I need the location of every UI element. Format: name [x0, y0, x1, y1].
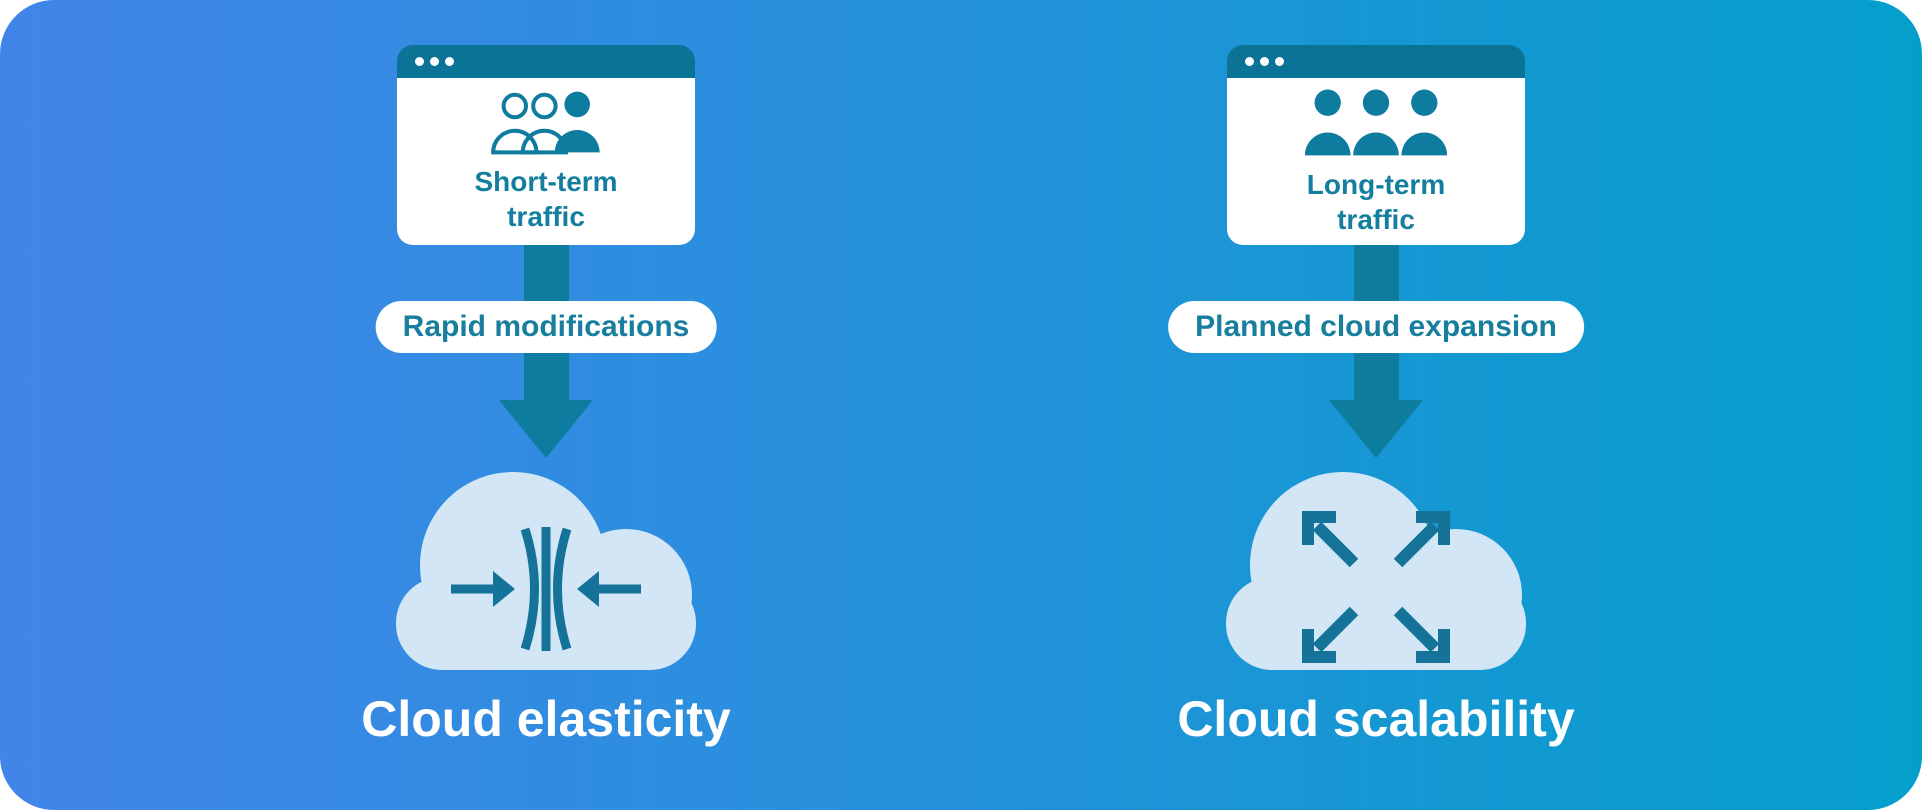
- browser-window-card: Long-term traffic: [1227, 45, 1525, 245]
- column-elasticity: Short-term traffic Rapid modifications: [296, 45, 796, 810]
- expand-arrows-icon: [1302, 511, 1450, 663]
- window-title-line: Long-term: [1306, 169, 1446, 200]
- window-dot: [1260, 57, 1269, 66]
- browser-window-card: Short-term traffic: [397, 45, 695, 245]
- window-title-line: traffic: [1337, 204, 1415, 235]
- arrow-head-icon: [1329, 400, 1423, 458]
- cloud-body: [1226, 472, 1526, 670]
- users-mixed-icon: [491, 91, 600, 155]
- window-title: Short-term traffic: [474, 164, 617, 234]
- window-header: [1227, 45, 1525, 78]
- flow-arrow: Rapid modifications: [375, 245, 717, 458]
- window-body: Short-term traffic: [397, 78, 695, 245]
- arrow-head-icon: [499, 400, 593, 458]
- cloud-label: Cloud elasticity: [361, 691, 731, 747]
- window-title-line: traffic: [507, 201, 585, 232]
- window-body: Long-term traffic: [1227, 78, 1525, 245]
- pill-label: Rapid modifications: [375, 301, 717, 353]
- window-dot: [1275, 57, 1284, 66]
- users-filled-icon: [1304, 89, 1448, 156]
- window-dot: [1245, 57, 1254, 66]
- compress-arrows-icon: [451, 527, 641, 651]
- cloud-shape: [396, 472, 696, 670]
- window-title: Long-term traffic: [1307, 167, 1445, 237]
- window-dot: [415, 57, 424, 66]
- cloud-shape: [1226, 472, 1526, 670]
- column-scalability: Long-term traffic Planned cloud expansio…: [1126, 45, 1626, 810]
- window-dot: [430, 57, 439, 66]
- flow-arrow: Planned cloud expansion: [1168, 245, 1584, 458]
- window-header: [397, 45, 695, 78]
- window-dot: [445, 57, 454, 66]
- window-title-line: Short-term: [474, 166, 618, 197]
- pill-label: Planned cloud expansion: [1168, 301, 1584, 353]
- cloud-label: Cloud scalability: [1177, 691, 1575, 747]
